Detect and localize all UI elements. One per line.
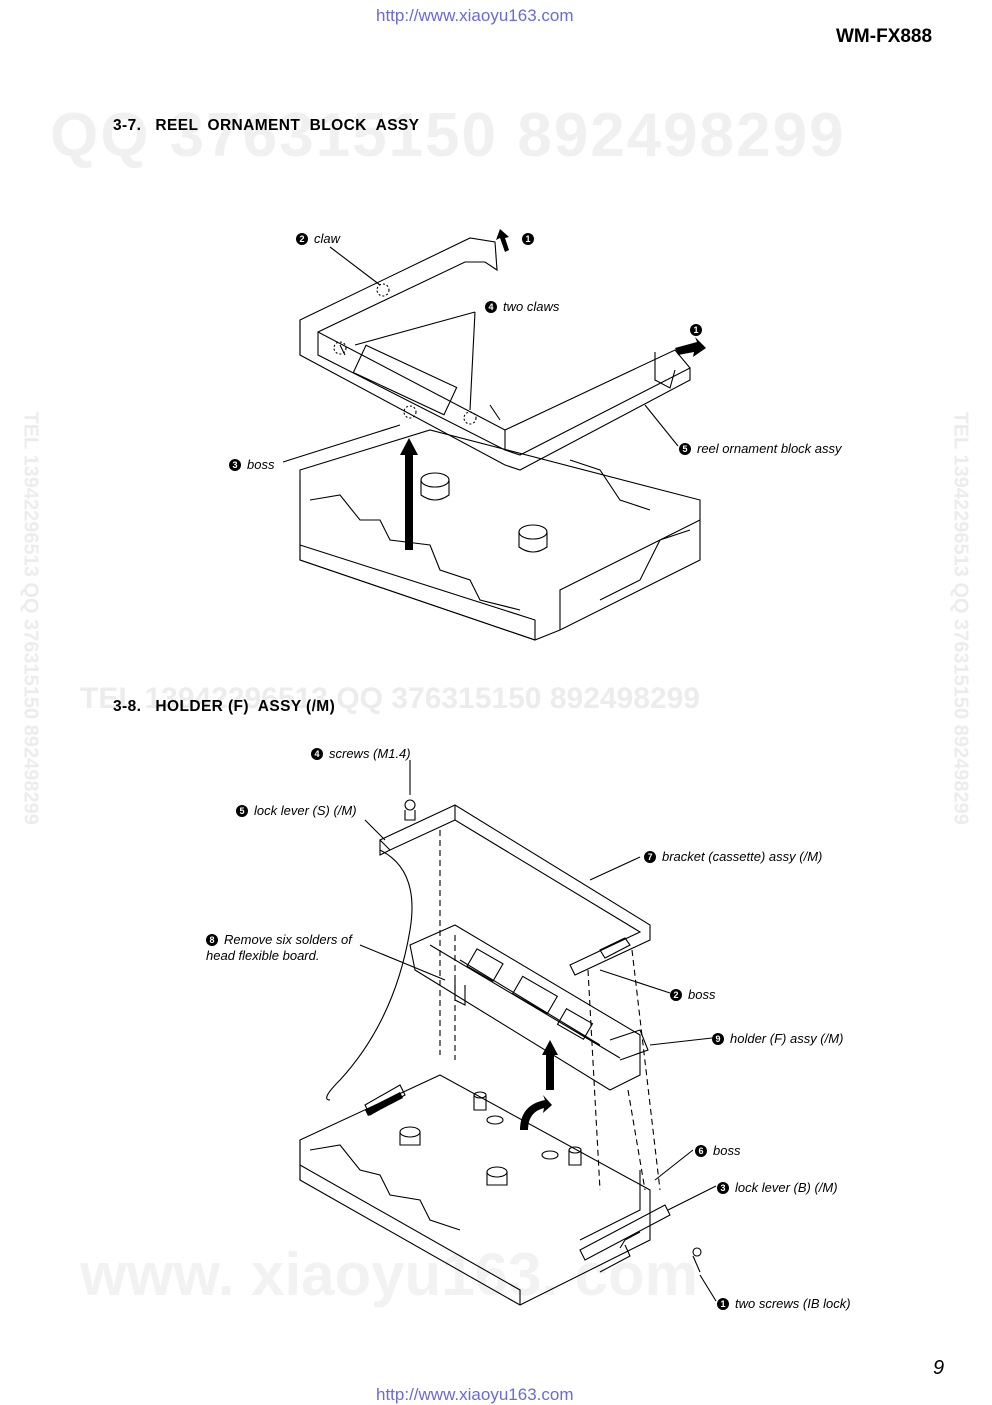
callout-text: screws (M1.4) (329, 746, 411, 761)
callout-boss: 3 boss (229, 457, 274, 473)
callout-number: 1 (717, 1298, 729, 1310)
callout-number: 6 (695, 1145, 707, 1157)
callout-text: claw (314, 231, 341, 246)
callout-text: boss (688, 987, 716, 1002)
watermark-bottom-www: www. xiaoyu163. com (80, 1241, 699, 1308)
callout-step-1-top: 1 (522, 231, 540, 247)
callout-number: 5 (679, 443, 691, 455)
callout-lock-lever-b: 3 lock lever (B) (/M) (717, 1180, 838, 1196)
watermark-mid-line: TEL 13942296513 QQ 376315150 892498299 (80, 682, 700, 715)
model-number: WM-FX888 (836, 26, 933, 47)
callout-number: 2 (670, 989, 682, 1001)
callout-number: 1 (690, 324, 702, 336)
callout-boss-6: 6 boss (695, 1143, 740, 1159)
callout-text: bracket (cassette) assy (/M) (662, 849, 823, 864)
callout-text: lock lever (S) (/M) (254, 803, 357, 818)
section-heading-3-8: 3-8. HOLDER (F) ASSY (/M) (113, 698, 336, 715)
callout-holder-f-assy: 9 holder (F) assy (/M) (712, 1031, 843, 1047)
callout-text: reel ornament block assy (697, 441, 842, 456)
callout-text: Remove six solders of head flexible boar… (206, 932, 352, 963)
callout-number: 1 (522, 233, 534, 245)
page-number: 9 (933, 1357, 945, 1379)
bottom-url-link[interactable]: http://www.xiaoyu163.com (376, 1385, 574, 1404)
callout-reel-ornament-block-assy: 5 reel ornament block assy (679, 441, 842, 457)
callout-number: 4 (311, 748, 323, 760)
callout-boss-2: 2 boss (670, 987, 715, 1003)
callout-text: two screws (IB lock) (735, 1296, 851, 1311)
callout-two-screws-ib-lock: 1 two screws (IB lock) (717, 1296, 851, 1312)
callout-number: 7 (644, 851, 656, 863)
callout-claw: 2 claw (296, 231, 340, 247)
callout-number: 4 (485, 301, 497, 313)
reel-ornament-diagram (282, 229, 706, 641)
holder-assy-diagram (299, 760, 717, 1306)
callout-two-claws: 4 two claws (485, 299, 559, 315)
section-heading-3-7: 3-7. REEL ORNAMENT BLOCK ASSY (113, 117, 420, 134)
callout-text: boss (247, 457, 275, 472)
callout-text: holder (F) assy (/M) (730, 1031, 844, 1046)
top-url-link[interactable]: http://www.xiaoyu163.com (376, 6, 574, 25)
callout-text: boss (713, 1143, 741, 1158)
callout-number: 2 (296, 233, 308, 245)
callout-text: two claws (503, 299, 560, 314)
callout-number: 8 (206, 934, 218, 946)
callout-lock-lever-s: 5 lock lever (S) (/M) (236, 803, 357, 819)
callout-screws-m14: 4 screws (M1.4) (311, 746, 411, 762)
watermark-qq-top: QQ 376315150 892498299 (50, 101, 846, 170)
callout-number: 5 (236, 805, 248, 817)
callout-number: 3 (229, 459, 241, 471)
callout-number: 3 (717, 1182, 729, 1194)
callout-bracket-cassette-assy: 7 bracket (cassette) assy (/M) (644, 849, 822, 865)
callout-text: lock lever (B) (/M) (735, 1180, 838, 1195)
callout-step-1-right: 1 (690, 322, 708, 338)
callout-number: 9 (712, 1033, 724, 1045)
